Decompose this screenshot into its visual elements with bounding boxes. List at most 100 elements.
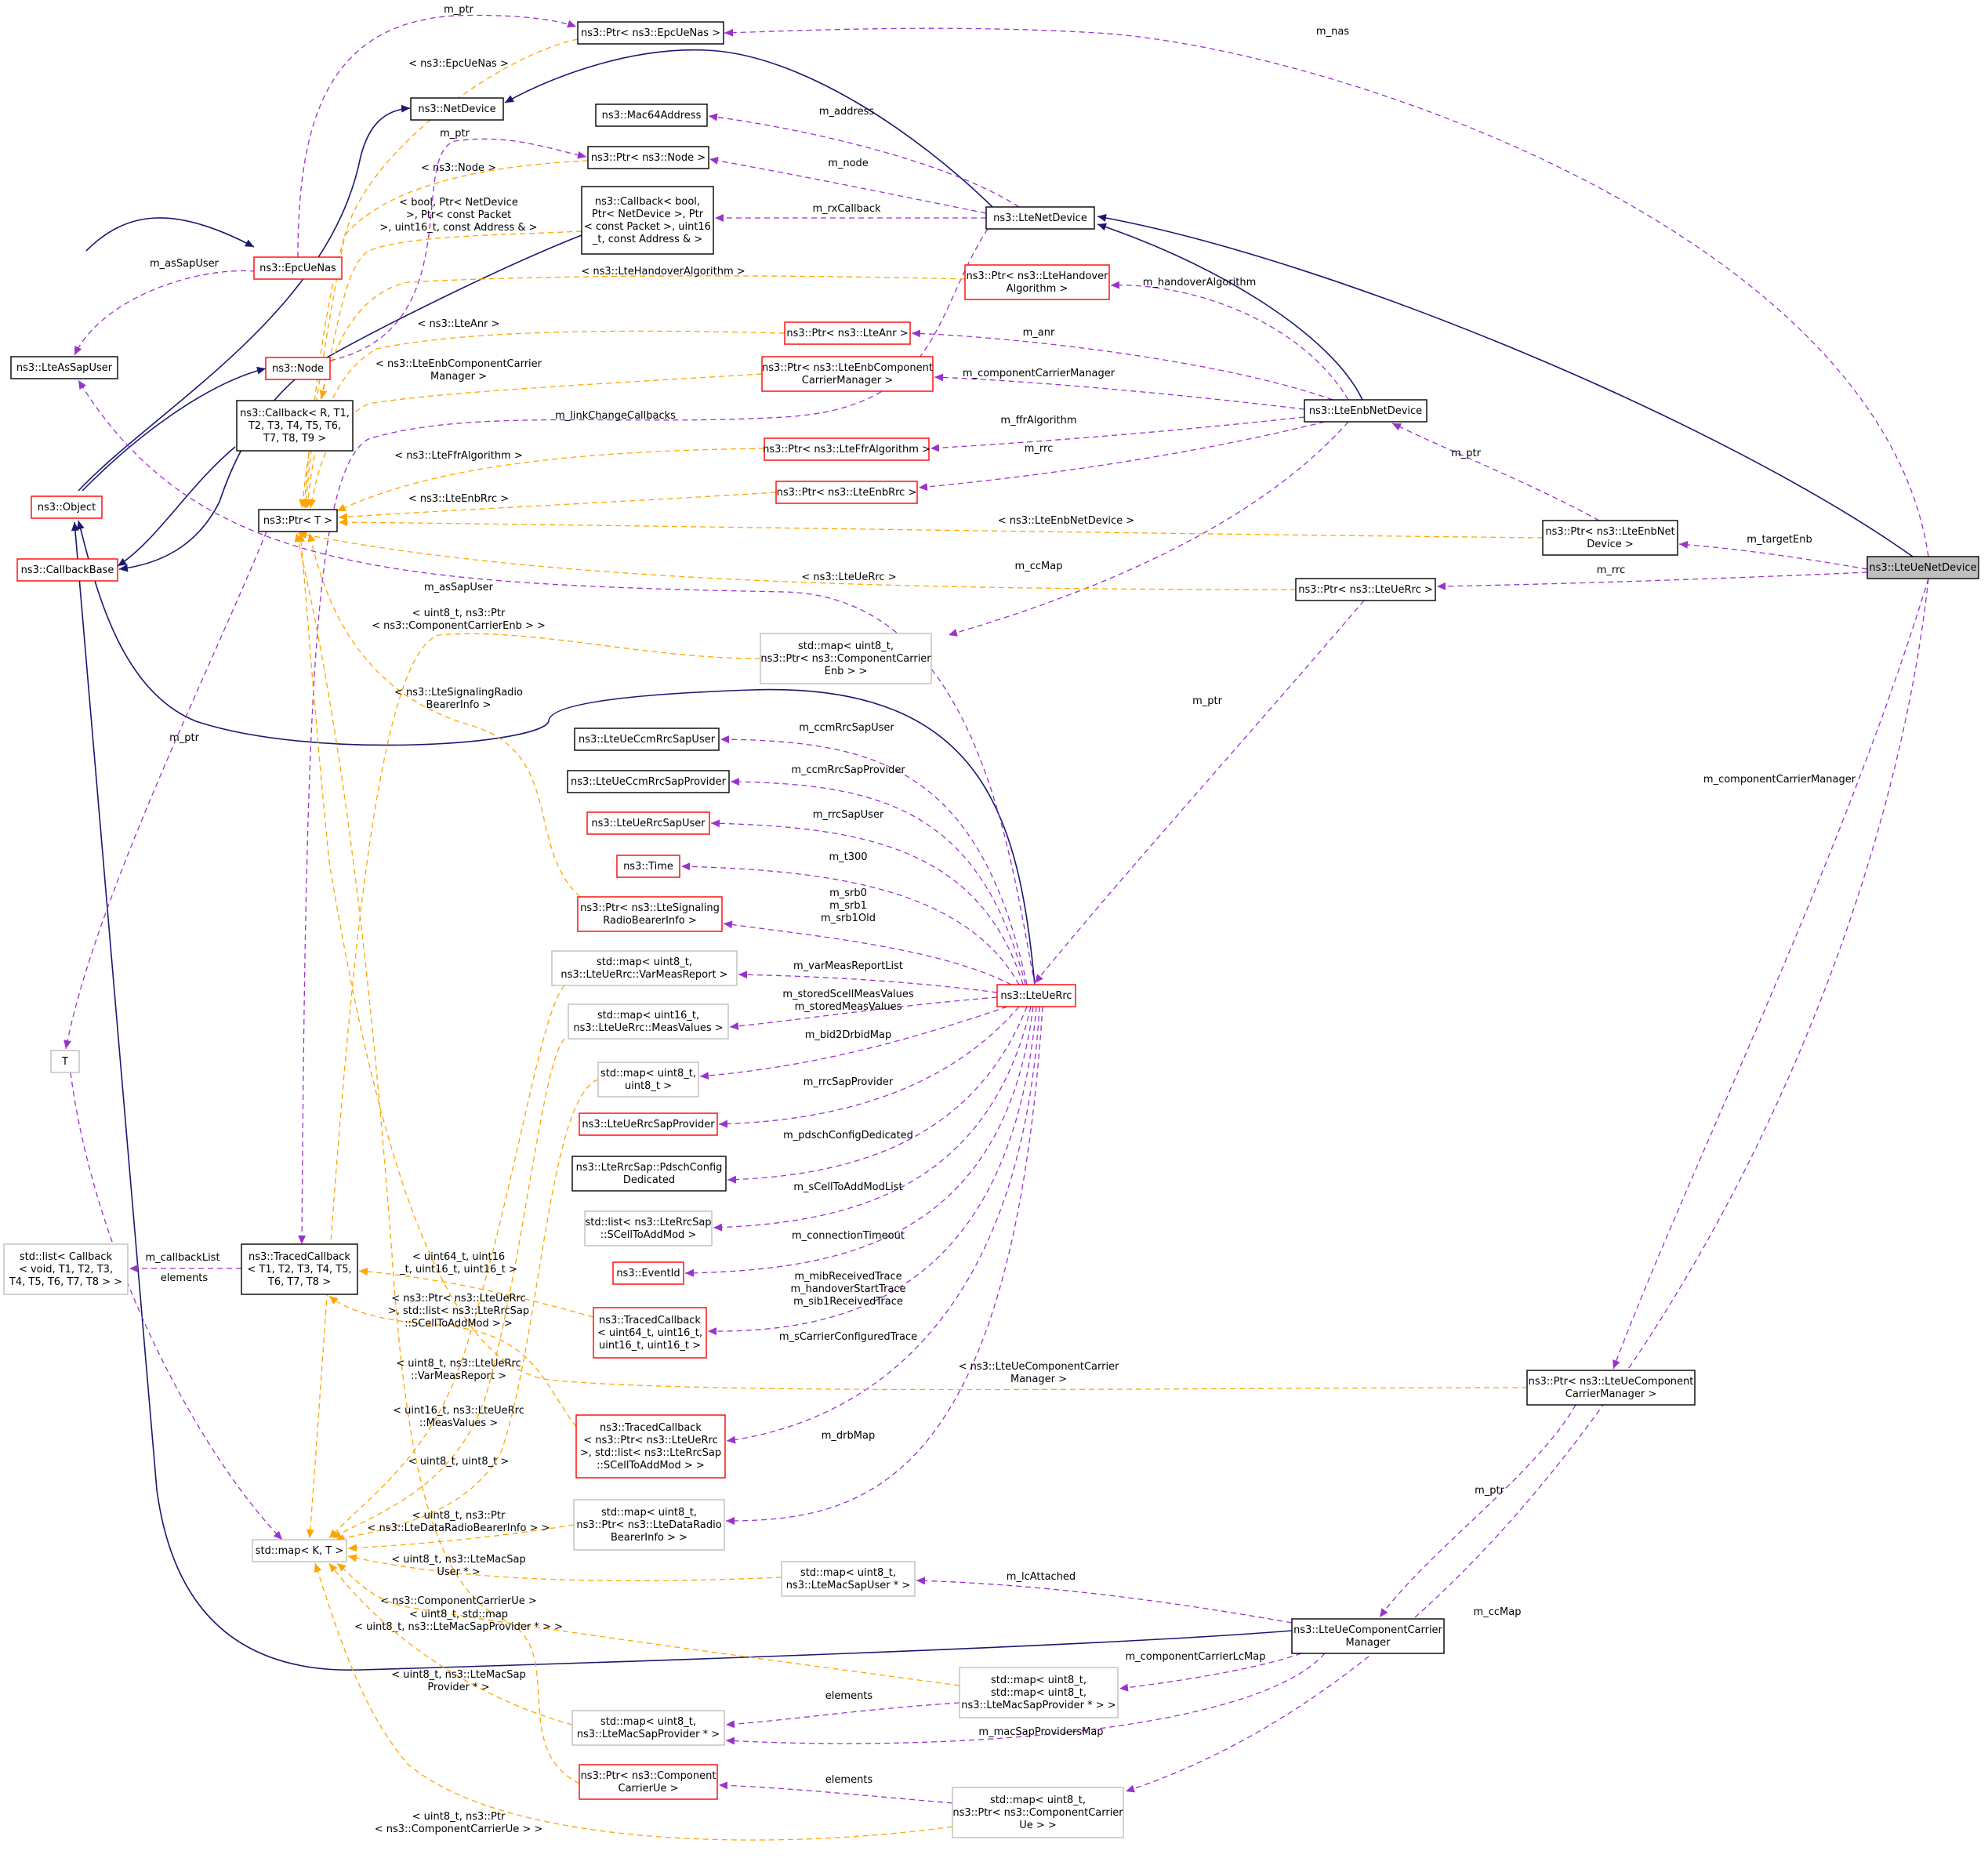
class-node-mac64[interactable]: ns3::Mac64Address [595, 103, 708, 127]
class-name-line: ns3::Ptr< ns3::LteHandover [967, 270, 1109, 282]
class-node-enbRrcPtr[interactable]: ns3::Ptr< ns3::LteEnbRrc > [775, 481, 918, 504]
edge-label-line: ::MeasValues > [419, 1417, 498, 1429]
class-node-callbackBase[interactable]: ns3::CallbackBase [16, 558, 118, 582]
class-node-lteEnbNetDevice[interactable]: ns3::LteEnbNetDevice [1304, 399, 1428, 423]
edge-label: m_rrc [1597, 564, 1626, 576]
class-node-tcU64[interactable]: ns3::TracedCallback< uint64_t, uint16_t,… [593, 1307, 707, 1359]
edge-label-line: m_componentCarrierLcMap [1126, 1651, 1266, 1663]
class-node-tcScell[interactable]: ns3::TracedCallback< ns3::Ptr< ns3::LteU… [575, 1414, 726, 1479]
class-node-listSCell[interactable]: std::list< ns3::LteRrcSap::SCellToAddMod… [584, 1210, 713, 1247]
edge-template-mapKT-to-mapU8U8 [335, 1079, 599, 1542]
class-node-mapCcEnb[interactable]: std::map< uint8_t,ns3::Ptr< ns3::Compone… [760, 633, 932, 684]
class-node-mapU8U8[interactable]: std::map< uint8_t,uint8_t > [597, 1061, 699, 1098]
class-node-mapMacSapUser[interactable]: std::map< uint8_t,ns3::LteMacSapUser * > [781, 1561, 916, 1597]
class-node-time[interactable]: ns3::Time [616, 855, 680, 878]
class-name-line: ::SCellToAddMod > > [597, 1460, 705, 1472]
class-name-line: ns3::Callback< bool, [595, 196, 700, 208]
class-node-mapMacSapProvider[interactable]: std::map< uint8_t,ns3::LteMacSapProvider… [571, 1710, 725, 1746]
edge-usage-T-to-mapKT [70, 1072, 283, 1540]
class-node-T[interactable]: T [50, 1050, 80, 1073]
class-node-enbNetPtr[interactable]: ns3::Ptr< ns3::LteEnbNetDevice > [1542, 520, 1678, 556]
class-name-line: < const Packet >, uint16 [584, 221, 711, 233]
class-box [612, 1261, 684, 1285]
class-name-line: ns3::Object [38, 502, 96, 513]
edge-label: < ns3::LteHandoverAlgorithm > [581, 266, 745, 278]
edge-label-line: < uint8_t, ns3::LteMacSap [391, 1554, 526, 1566]
class-node-mapCcUe[interactable]: std::map< uint8_t,ns3::Ptr< ns3::Compone… [952, 1787, 1124, 1838]
edge-label-line: elements [825, 1774, 873, 1786]
class-node-object[interactable]: ns3::Object [31, 495, 103, 519]
edge-usage-eventId-to-lteUeRrc [684, 1006, 1034, 1277]
class-node-ueRrcSapProvider[interactable]: ns3::LteUeRrcSapProvider [579, 1112, 718, 1136]
class-node-lteUeNetDevice[interactable]: ns3::LteUeNetDevice [1866, 556, 1979, 579]
class-node-ueRrcSapUser[interactable]: ns3::LteUeRrcSapUser [586, 811, 710, 835]
edge-usage-lteAsSapUser-to-lteUeRrc [78, 379, 1036, 985]
class-name-line: ns3::NetDevice [418, 103, 495, 115]
nodes-layer: ns3::Ptr< ns3::EpcUeNas >ns3::NetDevicen… [3, 21, 1979, 1838]
class-node-anrPtr[interactable]: ns3::Ptr< ns3::LteAnr > [784, 321, 911, 345]
class-name-line: ns3::LteUeNetDevice [1869, 562, 1976, 574]
class-node-handoverPtr[interactable]: ns3::Ptr< ns3::LteHandoverAlgorithm > [964, 264, 1110, 300]
edge-label: < ns3::LteEnbRrc > [408, 493, 509, 505]
edge-label: m_rxCallback [812, 203, 880, 215]
class-node-mapDrb[interactable]: std::map< uint8_t,ns3::Ptr< ns3::LteData… [573, 1499, 725, 1551]
class-node-node[interactable]: ns3::Node [265, 357, 331, 380]
edge-label-line: < ns3::LteAnr > [418, 318, 500, 330]
class-node-ueRrcPtr[interactable]: ns3::Ptr< ns3::LteUeRrc > [1295, 578, 1436, 601]
class-box [573, 1499, 725, 1551]
class-name-line: std::map< uint8_t, [597, 956, 692, 968]
edge-label-line: < uint8_t, std::map [409, 1609, 508, 1620]
edge-label-line: m_bid2DrbidMap [805, 1029, 891, 1041]
class-node-ueCcmPtr[interactable]: ns3::Ptr< ns3::LteUeComponentCarrierMana… [1526, 1370, 1696, 1406]
class-node-mapMeasValues[interactable]: std::map< uint16_t,ns3::LteUeRrc::MeasVa… [568, 1003, 729, 1040]
class-node-epcUeNasPtr[interactable]: ns3::Ptr< ns3::EpcUeNas > [577, 21, 724, 45]
class-node-cbBool[interactable]: ns3::Callback< bool,Ptr< NetDevice >, Pt… [581, 186, 714, 255]
edge-label-line: m_address [819, 106, 874, 118]
edge-label-line: m_asSapUser [424, 582, 494, 593]
class-node-nodePtr[interactable]: ns3::Ptr< ns3::Node > [587, 146, 709, 169]
edge-usage-ffrPtr-to-lteEnbNetDevice [930, 416, 1305, 452]
class-node-mapVarMeas[interactable]: std::map< uint8_t,ns3::LteUeRrc::VarMeas… [551, 950, 738, 986]
edge-label-line: < ns3::ComponentCarrierEnb > > [372, 620, 546, 632]
edge-label-line: m_varMeasReportList [793, 960, 903, 972]
edge-label: < uint16_t, ns3::LteUeRrc::MeasValues > [393, 1405, 524, 1429]
class-node-mapMapProvider[interactable]: std::map< uint8_t,std::map< uint8_t,ns3:… [959, 1667, 1119, 1718]
class-box [616, 855, 680, 878]
class-node-ccUePtr[interactable]: ns3::Ptr< ns3::ComponentCarrierUe > [579, 1764, 718, 1800]
edge-label-line: < ns3::LteEnbNetDevice > [998, 515, 1134, 527]
class-node-enbCcmPtr[interactable]: ns3::Ptr< ns3::LteEnbComponentCarrierMan… [761, 356, 934, 392]
edge-usage-epcUeNasPtr-to-lteUeNetDevice [724, 27, 1929, 557]
edge-label-line: m_srb1Old [821, 913, 876, 924]
class-name-line: ns3::Ptr< ns3::Node > [591, 152, 706, 164]
class-node-stdListCallback[interactable]: std::list< Callback< void, T1, T2, T3,T4… [3, 1243, 129, 1295]
class-node-mapKT[interactable]: std::map< K, T > [252, 1539, 347, 1562]
edge-label: m_componentCarrierManager [963, 368, 1116, 379]
edge-template-ptrT-to-handoverPtr [302, 275, 966, 509]
class-box [236, 400, 354, 452]
class-node-lteNetDevice[interactable]: ns3::LteNetDevice [985, 206, 1095, 230]
edge-usage-mapMacSapProvider-to-mapMapProvider [725, 1702, 960, 1729]
class-node-ccmRrcSapUser[interactable]: ns3::LteUeCcmRrcSapUser [574, 728, 720, 751]
class-node-epcUeNas[interactable]: ns3::EpcUeNas [253, 256, 343, 280]
class-node-eventId[interactable]: ns3::EventId [612, 1261, 684, 1285]
edge-label: m_bid2DrbidMap [805, 1029, 891, 1041]
class-name-line: ns3::Ptr< ns3::ComponentCarrier [952, 1807, 1123, 1819]
edge-label: elements [161, 1272, 209, 1284]
edge-label-line: m_ccMap [1015, 561, 1063, 572]
edge-label: m_targetEnb [1747, 534, 1812, 546]
edge-usage-mapMeasValues-to-lteUeRrc [729, 996, 998, 1030]
class-node-tracedCallback[interactable]: ns3::TracedCallback< T1, T2, T3, T4, T5,… [241, 1243, 358, 1295]
class-node-ptrT[interactable]: ns3::Ptr< T > [258, 509, 338, 532]
class-node-ffrPtr[interactable]: ns3::Ptr< ns3::LteFfrAlgorithm > [763, 437, 931, 461]
class-node-lteAsSapUser[interactable]: ns3::LteAsSapUser [10, 356, 118, 379]
class-node-srbPtr[interactable]: ns3::Ptr< ns3::LteSignalingRadioBearerIn… [577, 896, 723, 932]
class-box [781, 1561, 916, 1597]
class-node-cbR[interactable]: ns3::Callback< R, T1,T2, T3, T4, T5, T6,… [236, 400, 354, 452]
class-node-lteUeRrc[interactable]: ns3::LteUeRrc [996, 984, 1076, 1007]
edge-label-line: m_targetEnb [1747, 534, 1812, 546]
class-node-ccmRrcSapProvider[interactable]: ns3::LteUeCcmRrcSapProvider [567, 770, 730, 793]
class-node-netDevice[interactable]: ns3::NetDevice [410, 97, 504, 121]
